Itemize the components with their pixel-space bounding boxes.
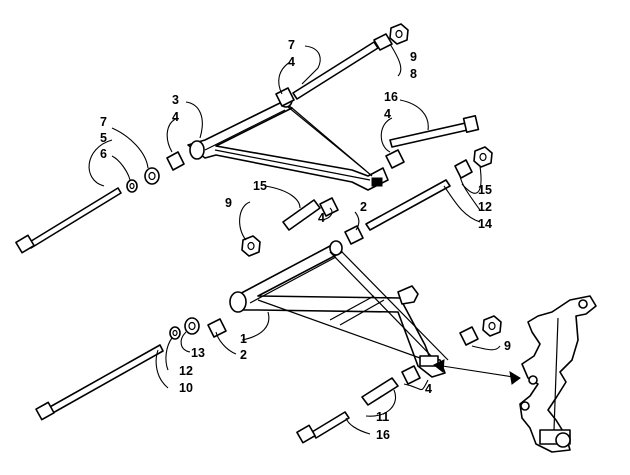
spindle-knuckle [519,295,597,453]
leader-lines [88,43,501,435]
callout-labels: 7 4 9 8 3 4 7 5 6 16 4 15 12 14 15 9 4 2… [100,38,511,442]
callout-11: 12 [179,364,193,378]
callout-7-top: 8 [410,67,417,81]
callout-16-bottom: 16 [376,428,390,442]
callout-4-right: 4 [384,107,391,121]
callout-9-bottom: 9 [504,339,511,353]
callout-14: 15 [478,183,492,197]
assembly-arrow [433,359,521,385]
callout-2-bottom: 2 [240,348,247,362]
lower-a-arm [229,240,449,378]
callout-6: 6 [100,147,107,161]
callout-15-bottom: 11 [376,410,389,424]
callout-9-top: 9 [410,50,417,64]
callout-10: 10 [179,381,193,395]
callout-4-top: 4 [288,55,295,69]
callout-3: 3 [172,93,179,107]
callout-12-top: 12 [478,200,492,214]
callout-4-mid: 4 [318,211,325,225]
callout-1: 1 [240,332,247,346]
callout-13: 14 [478,217,492,231]
callout-15-top: 15 [253,179,267,193]
callout-4-left: 4 [172,110,179,124]
callout-12-bottom: 13 [191,346,205,360]
hardware [126,23,502,385]
callout-8: 7 [288,38,295,52]
upper-a-arm [187,92,389,191]
callout-7-left: 7 [100,115,107,129]
callout-16-top: 16 [384,90,398,104]
callout-9-left: 9 [225,196,232,210]
bolts [15,115,480,444]
callout-5: 5 [100,131,107,145]
callout-2-top: 2 [360,200,367,214]
pivot-shafts [282,41,451,406]
callout-4-bottom: 4 [425,382,432,396]
